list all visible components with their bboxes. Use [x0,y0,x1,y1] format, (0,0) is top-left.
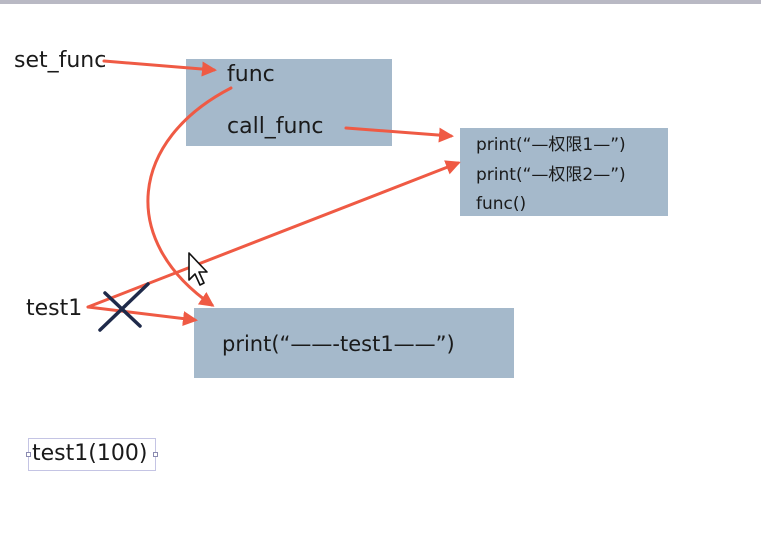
test1-body-box [194,308,514,378]
test1-label: test1 [26,296,83,321]
mouse-cursor-icon [188,252,208,286]
test1-call-label: test1(100) [32,441,148,466]
func-label: func [227,62,275,87]
selection-handle-right[interactable] [153,452,158,457]
privilege-line-1: print(“—权限1—”) [476,135,626,155]
set-func-label: set_func [14,48,107,73]
selection-handle-left[interactable] [26,452,31,457]
privilege-line-3: func() [476,194,527,214]
cross-mark-icon [98,282,150,332]
test1-body-line: print(“——-test1——”) [222,332,455,356]
top-border [0,0,761,4]
call-func-label: call_func [227,114,324,139]
privilege-line-2: print(“—权限2—”) [476,165,626,185]
arrow-test1-to-privilege [86,160,461,309]
arrow-test1-to-test1-body [86,305,198,326]
test1-call-textbox[interactable] [26,438,158,471]
privilege-box [460,128,668,216]
